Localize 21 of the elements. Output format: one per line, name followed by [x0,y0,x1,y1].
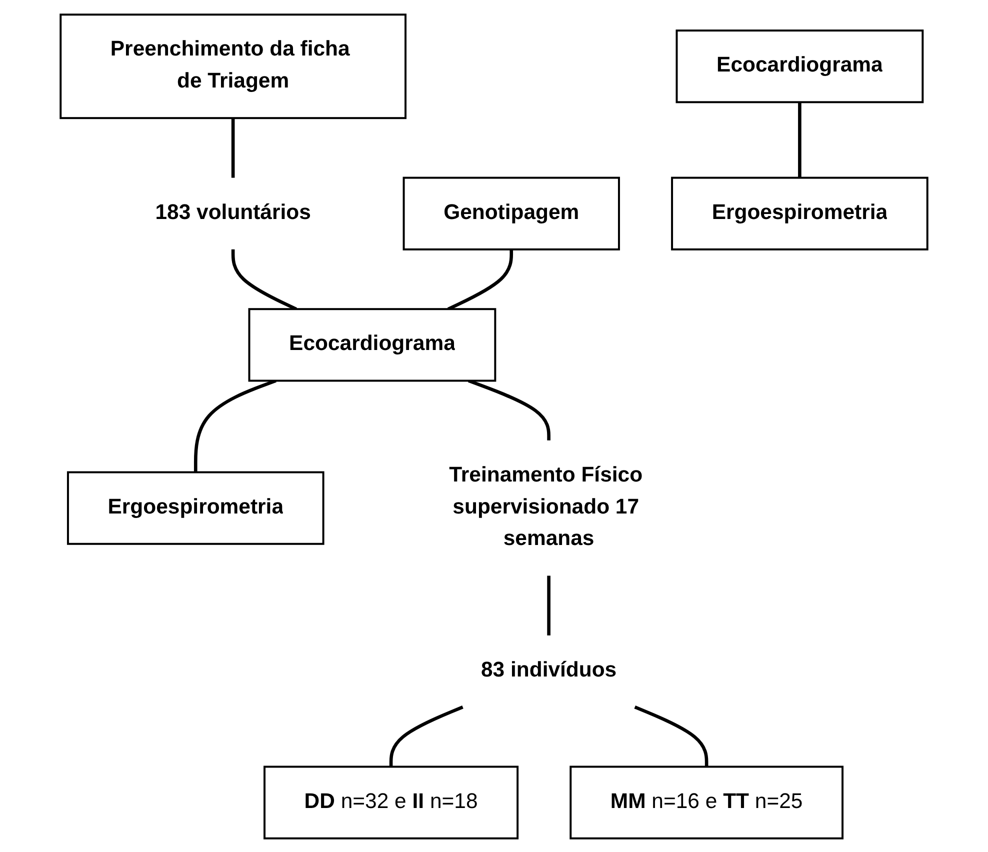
connector [231,118,235,178]
connector [389,705,464,766]
connector [231,248,298,310]
node-box [66,470,324,544]
flowchart-diagram: Preenchimento da ficha de Triagem 183 voluntários Genotipagem Ecocardiograma Ergoespirometria Treinamento Físico supervisionado 17 semanas Ecocardiograma Ergoespirometria 83 indivíduos DD n=32 e II n=18 MM n=16 e TT n=25 [50,4,938,848]
node-box [248,308,496,382]
node-text: 183 voluntários [155,201,311,224]
connector [547,575,550,635]
node-text: Treinamento Físico supervisionado 17 semanas [449,464,643,550]
node-text: 83 indivíduos [480,658,617,682]
node-box [402,176,620,250]
node-box [570,765,844,839]
node-box [264,765,519,839]
connector [447,248,514,310]
node-box [676,29,924,103]
connector [798,102,802,178]
connector [468,378,550,440]
connector [634,705,708,766]
node-box [60,13,406,119]
connector [194,378,276,472]
node-box [671,176,928,250]
